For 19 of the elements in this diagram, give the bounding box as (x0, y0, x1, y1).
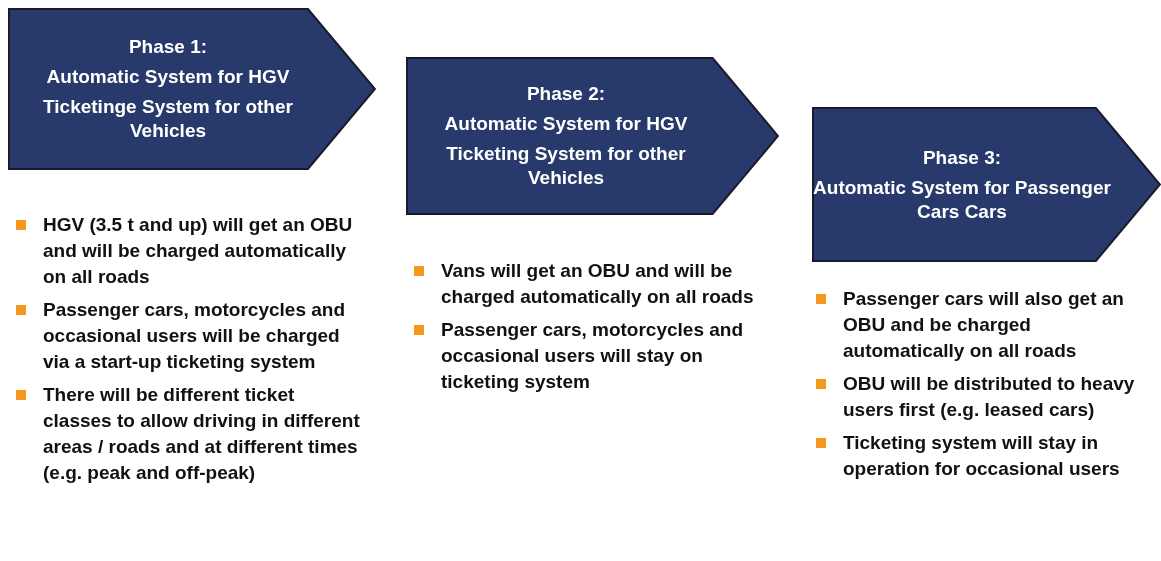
bullet-point: HGV (3.5 t and up) will get an OBU and will be charged automatically on all roads (15, 212, 360, 290)
phase-title: Automatic System for Passenger Cars Cars (812, 175, 1112, 224)
phase-title: Automatic System for HGV (444, 112, 688, 136)
phase-arrow-box (8, 8, 376, 170)
bullet-point: There will be different ticket classes to allow driving in different areas / roads and at different times (e.g. peak and off-peak) (15, 382, 360, 486)
bullet-point: Ticketing system will stay in operation for occasional users (815, 430, 1135, 482)
phase-heading: Phase 2: (526, 82, 606, 106)
bullet-point: Vans will get an OBU and will be charged automatically on all roads (413, 258, 758, 310)
phase-title: Automatic System for HGV (46, 65, 290, 89)
phase-title: Ticketinge System for other Vehicles (42, 95, 294, 143)
phase-heading: Phase 1: (128, 35, 208, 59)
bullet-point: OBU will be distributed to heavy users first (e.g. leased cars) (815, 371, 1135, 423)
phase-arrow-box (406, 57, 779, 215)
bullet-point: Passenger cars, motorcycles and occasional users will be charged via a start-up ticketing system (15, 297, 360, 375)
bullet-point: Passenger cars, motorcycles and occasional users will stay on ticketing system (413, 317, 758, 395)
phase-heading: Phase 3: (922, 145, 1002, 170)
bullet-point: Passenger cars will also get an OBU and be charged automatically on all roads (815, 286, 1135, 364)
phase-arrow-box (812, 107, 1161, 262)
phase-title: Ticketing System for other Vehicles (445, 142, 687, 190)
